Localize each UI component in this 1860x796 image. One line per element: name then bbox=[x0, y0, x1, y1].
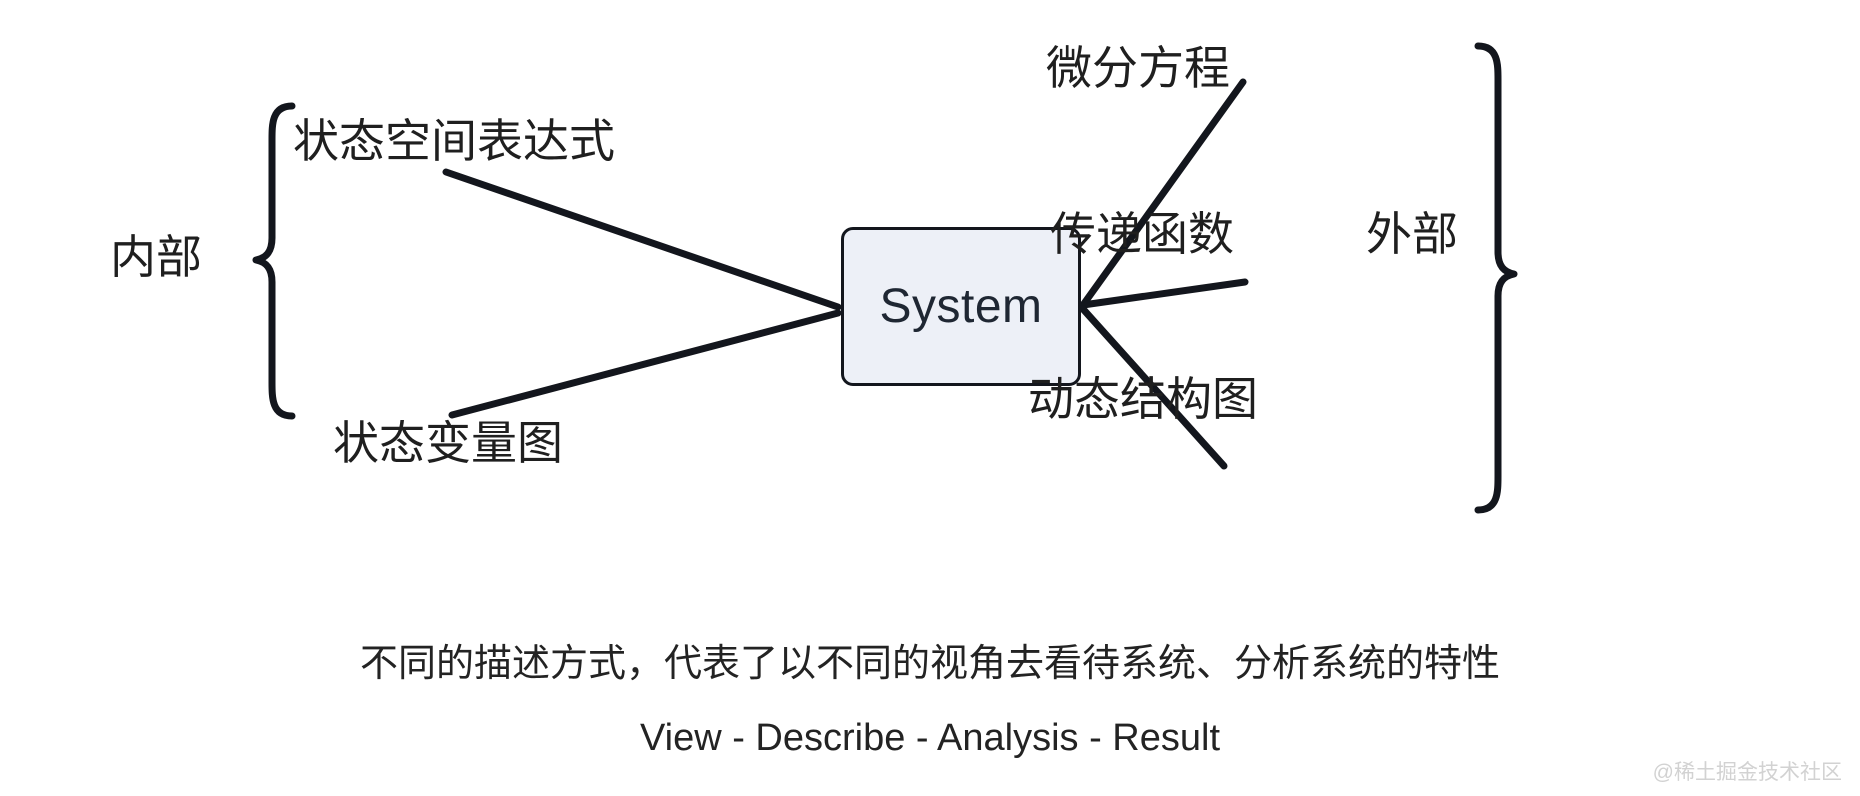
system-node-label: System bbox=[879, 280, 1043, 333]
right-group-label: 外部 bbox=[1366, 208, 1458, 260]
watermark: @稀土掘金技术社区 bbox=[1652, 761, 1842, 784]
caption-line-english: View - Describe - Analysis - Result bbox=[639, 717, 1221, 759]
left-item-state-space-expression: 状态空间表达式 bbox=[293, 115, 615, 167]
right-item-transfer-function: 传递函数 bbox=[1050, 208, 1234, 260]
connector-state-space-to-system bbox=[442, 168, 842, 311]
system-node[interactable]: System bbox=[841, 227, 1081, 386]
left-group-label: 内部 bbox=[110, 231, 202, 283]
connector-system-to-differential-equation bbox=[1079, 78, 1247, 309]
right-brace-icon bbox=[1474, 42, 1518, 514]
left-item-state-variable-diagram: 状态变量图 bbox=[333, 417, 563, 469]
connector-system-to-dynamic-structure bbox=[1079, 305, 1228, 470]
left-brace-icon bbox=[252, 102, 296, 420]
connector-system-to-transfer-function bbox=[1079, 278, 1249, 309]
caption-line-chinese: 不同的描述方式，代表了以不同的视角去看待系统、分析系统的特性 bbox=[359, 643, 1500, 685]
right-item-dynamic-structure-diagram: 动态结构图 bbox=[1028, 373, 1258, 425]
connector-state-variable-to-system bbox=[448, 309, 842, 419]
right-item-differential-equation: 微分方程 bbox=[1046, 42, 1230, 94]
